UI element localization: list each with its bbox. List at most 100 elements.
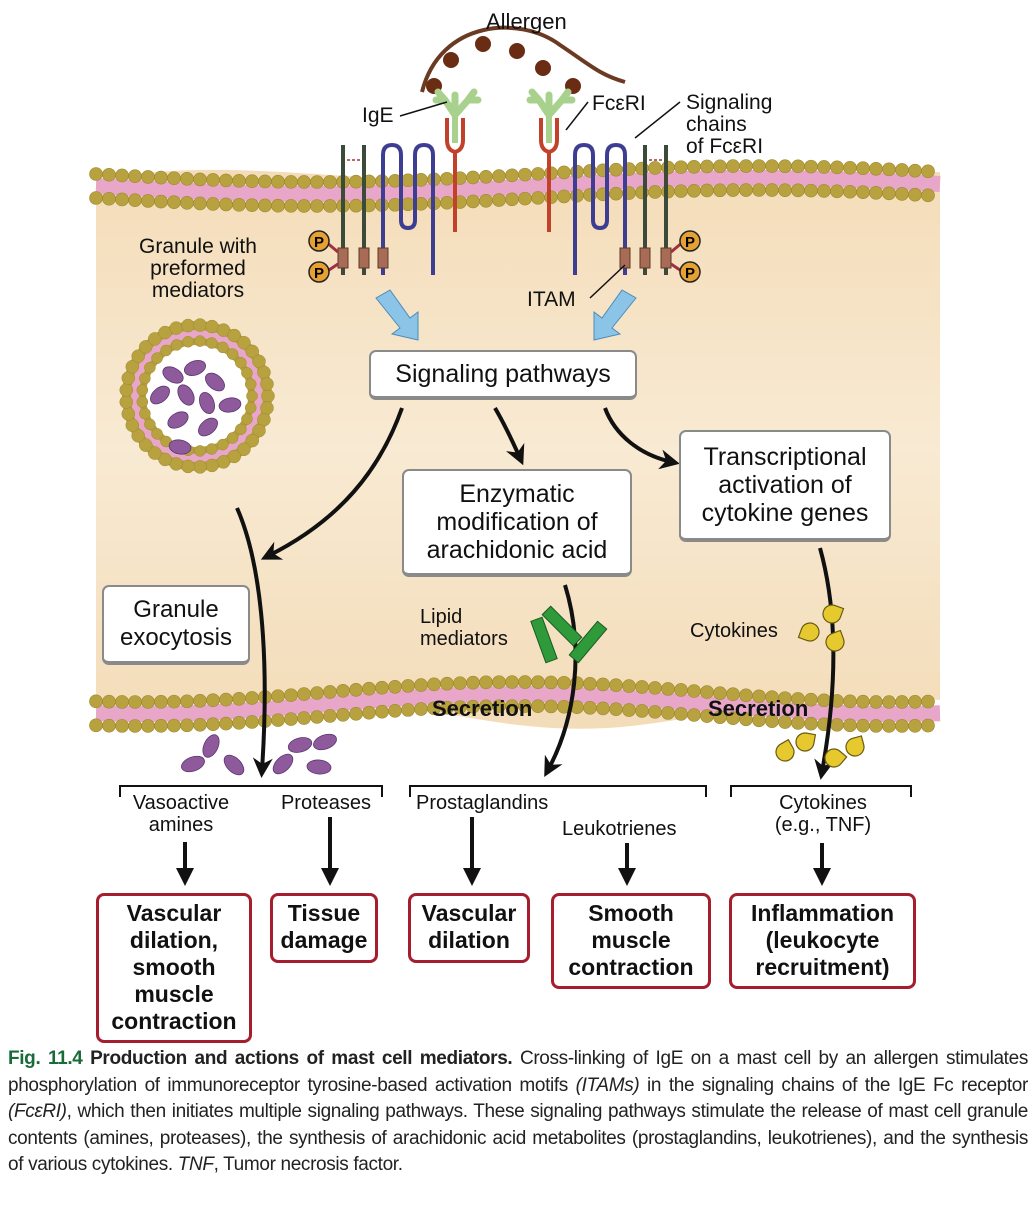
process-arrows bbox=[235, 406, 836, 780]
lipid-head bbox=[323, 199, 337, 213]
lipid-mediators-label: Lipid mediators bbox=[420, 606, 508, 650]
lipid-head bbox=[869, 719, 883, 733]
outcome-vascular-dilation-smooth-muscle: Vascular dilation, smooth muscle contrac… bbox=[96, 893, 252, 1043]
lipid-head bbox=[232, 716, 246, 730]
granule-lipid-head bbox=[237, 442, 251, 457]
lipid-head bbox=[739, 183, 753, 197]
lipid-head bbox=[596, 701, 610, 716]
lipid-head bbox=[206, 197, 220, 211]
lipid-head bbox=[193, 693, 207, 708]
lipid-head bbox=[323, 685, 337, 699]
outcome-tissue-damage: Tissue damage bbox=[270, 893, 378, 963]
granule-lipid-head bbox=[260, 377, 274, 391]
lipid-head bbox=[687, 684, 701, 698]
caption-itams: (ITAMs) bbox=[575, 1074, 640, 1096]
lipid-head bbox=[479, 675, 493, 690]
granule-lipid-head bbox=[246, 390, 258, 402]
lipid-head bbox=[89, 167, 103, 181]
granule-lipid-head bbox=[241, 367, 253, 379]
lipid-head bbox=[505, 675, 519, 689]
lipid-head bbox=[505, 192, 519, 207]
lipid-head bbox=[466, 194, 480, 209]
granule-lipid-head bbox=[216, 455, 231, 469]
lipid-head bbox=[102, 191, 116, 206]
lipid-head bbox=[752, 159, 766, 173]
lipid-head bbox=[128, 695, 142, 709]
lipid-head bbox=[297, 199, 311, 213]
lipid-head bbox=[518, 167, 532, 182]
granule-lipid-head bbox=[131, 349, 145, 363]
lipid-head bbox=[596, 677, 610, 692]
lipid-head bbox=[466, 675, 480, 690]
lipid-head bbox=[856, 694, 870, 709]
lipid-head bbox=[856, 161, 870, 176]
lipid-head bbox=[843, 718, 857, 733]
lipid-head bbox=[869, 185, 883, 200]
lipid-head bbox=[362, 705, 376, 720]
effect-arrowheads bbox=[176, 868, 831, 886]
lipid-head bbox=[193, 172, 207, 187]
ige-antibody-right bbox=[526, 88, 576, 143]
lipid-head bbox=[219, 173, 233, 188]
lipid-head bbox=[284, 712, 298, 726]
lipid-head bbox=[284, 175, 298, 189]
lipid-head bbox=[115, 695, 129, 709]
granule-lipid-head bbox=[182, 335, 194, 348]
granule-lipid-head bbox=[217, 341, 229, 354]
lipid-head bbox=[687, 708, 701, 722]
lipid-head bbox=[141, 719, 155, 733]
granule-lipid-head bbox=[226, 432, 239, 444]
granule-lipid-head bbox=[136, 384, 149, 396]
mediator-cytokines: Cytokines (e.g., TNF) bbox=[774, 792, 872, 836]
lipid-head bbox=[661, 682, 675, 696]
lipid-head bbox=[102, 694, 116, 709]
lipid-head bbox=[219, 692, 233, 707]
lipid-head bbox=[531, 699, 545, 713]
lipid-head bbox=[921, 718, 935, 733]
lipid-head bbox=[310, 710, 324, 724]
lipid-head bbox=[271, 198, 285, 213]
mediator-vasoactive-amines: Vasoactive amines bbox=[132, 792, 230, 836]
granule-contents bbox=[150, 360, 242, 455]
figure-caption: Fig. 11.4 Production and actions of mast… bbox=[8, 1046, 1028, 1179]
granule-lipid-head bbox=[138, 438, 153, 452]
lipid-head bbox=[414, 702, 428, 716]
lipid-head bbox=[583, 700, 597, 715]
lipid-head bbox=[869, 695, 883, 709]
granule-lipid-head bbox=[160, 344, 172, 357]
lipid-head bbox=[180, 196, 194, 210]
lipid-head bbox=[505, 168, 519, 183]
lipid-head bbox=[830, 160, 844, 175]
granule-lipid-head bbox=[245, 344, 259, 359]
lipid-head bbox=[362, 681, 376, 696]
granule-lipid-head bbox=[260, 401, 274, 415]
cytokine-molecules bbox=[775, 604, 865, 768]
lipid-head bbox=[908, 187, 922, 202]
granule-lipid-head bbox=[125, 418, 140, 432]
lipid-head bbox=[401, 197, 415, 212]
lipid-head bbox=[349, 174, 363, 189]
caption-text: Cross-linking of IgE on a mast cell by a… bbox=[8, 1048, 1028, 1096]
lipid-head bbox=[180, 718, 194, 733]
lipid-head bbox=[336, 684, 350, 698]
lipid-head bbox=[102, 718, 116, 733]
lipid-head bbox=[440, 171, 454, 186]
lipid-head bbox=[141, 695, 155, 709]
granule-lipid-head bbox=[241, 413, 253, 425]
lipid-head bbox=[674, 160, 688, 174]
lipid-head bbox=[453, 676, 467, 690]
lipid-head bbox=[128, 169, 142, 183]
lipid-head bbox=[804, 159, 818, 174]
effect-arrows bbox=[183, 817, 824, 872]
lipid-head bbox=[843, 184, 857, 199]
cytokine bbox=[775, 738, 795, 762]
lipid-head bbox=[635, 704, 649, 718]
lipid-head bbox=[518, 675, 532, 689]
lipid-head bbox=[167, 195, 181, 210]
lipid-head bbox=[791, 183, 805, 198]
ige-antibody-left bbox=[432, 88, 482, 143]
signal-arrows bbox=[375, 289, 637, 341]
caption-title: Production and actions of mast cell medi… bbox=[90, 1048, 513, 1069]
lipid-head bbox=[687, 183, 701, 198]
lipid-head bbox=[323, 709, 337, 723]
